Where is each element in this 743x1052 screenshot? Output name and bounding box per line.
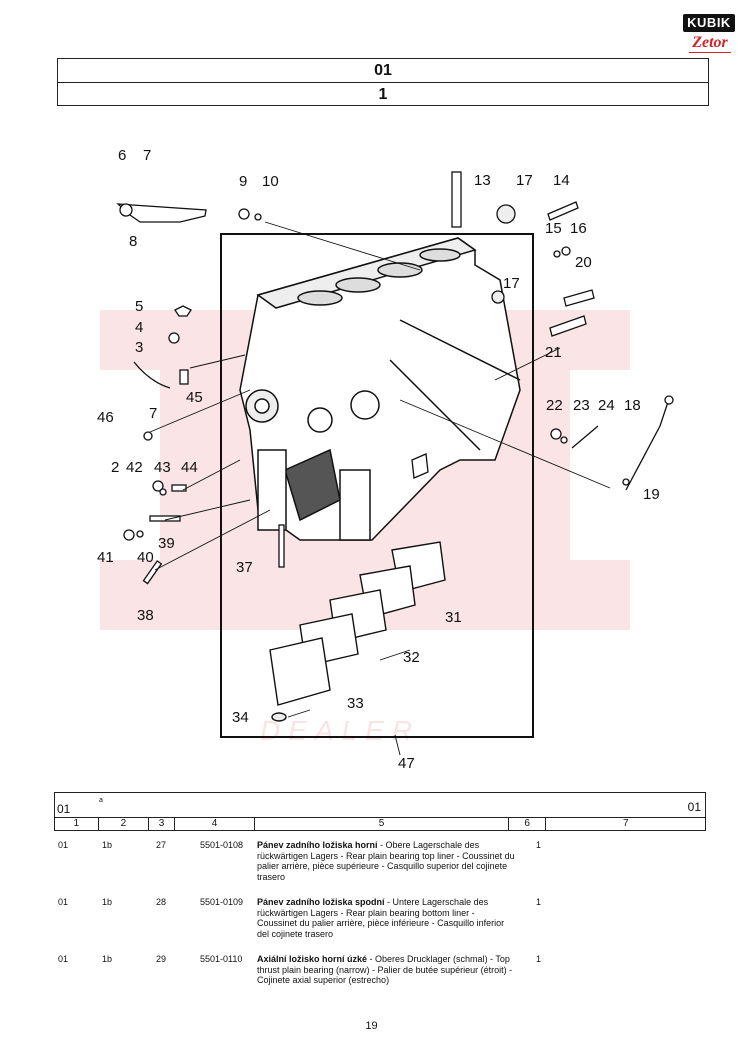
callout-21: 21	[545, 344, 562, 361]
cell-group: 01	[58, 840, 69, 850]
cell-part-number: 5501-0110	[200, 954, 243, 964]
leader-lines	[149, 221, 611, 756]
callout-16: 16	[570, 220, 587, 237]
cell-subgroup: 1b	[102, 897, 113, 907]
cell-subgroup: 1b	[102, 840, 113, 850]
callout-19: 19	[643, 486, 660, 503]
part-name: Pánev zadního ložiska spodní	[257, 897, 385, 907]
cell-position: 28	[156, 897, 167, 907]
callout-24: 24	[598, 397, 615, 414]
cell-subgroup: 1b	[102, 954, 113, 964]
callout-33: 33	[347, 695, 364, 712]
parts-table-header: 01 a 01 1 2 3 4 5 6 7	[54, 792, 706, 831]
callout-10: 10	[262, 173, 279, 190]
callout-20: 20	[575, 254, 592, 271]
exploded-parts-diagram: DEALER	[0, 130, 743, 790]
engine-block-drawing: DEALER	[100, 171, 674, 756]
callout-8: 8	[129, 233, 138, 250]
cell-description: Axiální ložisko horní úzké - Oberes Druc…	[257, 954, 517, 986]
callout-2: 2	[111, 459, 120, 476]
col-header-4: 4	[175, 818, 256, 830]
col-header-6: 6	[509, 818, 547, 830]
group-number: 01	[374, 62, 392, 79]
callout-7: 7	[143, 147, 152, 164]
cell-description: Pánev zadního ložiska horní - Obere Lage…	[257, 840, 517, 882]
logo-brand: KUBIK	[683, 14, 735, 32]
kubik-zetor-logo: KUBIK Zetor	[683, 14, 737, 60]
callout-32: 32	[403, 649, 420, 666]
logo-make: Zetor	[692, 34, 728, 51]
logo-dealer-rule	[689, 52, 731, 57]
callout-34: 34	[232, 709, 249, 726]
callout-47: 47	[398, 755, 415, 772]
callout-23: 23	[573, 397, 590, 414]
bearing-caps	[269, 541, 446, 722]
callout-46: 46	[97, 409, 114, 426]
callout-17-top: 17	[516, 172, 533, 189]
cell-quantity: 1	[536, 954, 542, 964]
callout-44: 44	[181, 459, 198, 476]
callout-43: 43	[154, 459, 171, 476]
callout-4: 4	[135, 319, 144, 336]
part-desc: - Untere Lagerschale des rückwärtigen La…	[257, 897, 505, 939]
callout-31: 31	[445, 609, 462, 626]
block-frame	[220, 233, 534, 738]
engine-block	[239, 237, 521, 541]
part-name: Axiální ložisko horní úzké	[257, 954, 368, 964]
callout-14: 14	[553, 172, 570, 189]
callout-39: 39	[158, 535, 175, 552]
table-group: 01	[57, 802, 71, 816]
callout-6: 6	[118, 147, 127, 164]
callout-7-lower: 7	[149, 405, 158, 422]
callout-9: 9	[239, 173, 248, 190]
callout-17-mid: 17	[503, 275, 520, 292]
subgroup-number: 1	[58, 82, 708, 106]
callout-3: 3	[135, 339, 144, 356]
cell-group: 01	[58, 897, 69, 907]
cell-position: 29	[156, 954, 167, 964]
part-desc: - Oberes Drucklager (schmal) - Top thrus…	[257, 954, 513, 985]
callout-40: 40	[137, 549, 154, 566]
callout-5: 5	[135, 298, 144, 315]
callout-13: 13	[474, 172, 491, 189]
callout-38: 38	[137, 607, 154, 624]
table-row: 01 1b 27 5501-0108 Pánev zadního ložiska…	[54, 840, 704, 897]
cell-part-number: 5501-0109	[200, 897, 244, 907]
callout-15: 15	[545, 220, 562, 237]
callout-42: 42	[126, 459, 143, 476]
cell-position: 27	[156, 840, 167, 850]
table-row: 01 1b 29 5501-0110 Axiální ložisko horní…	[54, 954, 704, 1011]
cell-description: Pánev zadního ložiska spodní - Untere La…	[257, 897, 517, 939]
watermark-text: DEALER	[260, 715, 420, 746]
callout-41: 41	[97, 549, 114, 566]
cell-group: 01	[58, 954, 69, 964]
page-number: 19	[365, 1020, 378, 1032]
col-header-5: 5	[255, 818, 509, 830]
cell-quantity: 1	[536, 897, 542, 907]
group-header: 01 1	[57, 58, 709, 106]
table-mark: a	[99, 797, 103, 804]
cell-quantity: 1	[536, 840, 542, 850]
col-header-3: 3	[149, 818, 175, 830]
parts-list: 01 1b 27 5501-0108 Pánev zadního ložiska…	[54, 840, 704, 1011]
callout-45: 45	[186, 389, 203, 406]
part-name: Pánev zadního ložiska horní	[257, 840, 378, 850]
table-group-right: 01	[687, 800, 701, 814]
small-parts	[116, 171, 674, 585]
part-desc: - Obere Lagerschale des rückwärtigen Lag…	[257, 840, 515, 882]
col-header-7: 7	[622, 818, 629, 829]
col-header-1: 1	[55, 818, 99, 830]
col-header-2: 2	[99, 818, 150, 830]
callout-18: 18	[624, 397, 641, 414]
callout-22: 22	[546, 397, 563, 414]
cell-part-number: 5501-0108	[200, 840, 244, 850]
callout-37: 37	[236, 559, 253, 576]
table-row: 01 1b 28 5501-0109 Pánev zadního ložiska…	[54, 897, 704, 954]
column-headers: 1 2 3 4 5 6 7	[55, 818, 705, 830]
